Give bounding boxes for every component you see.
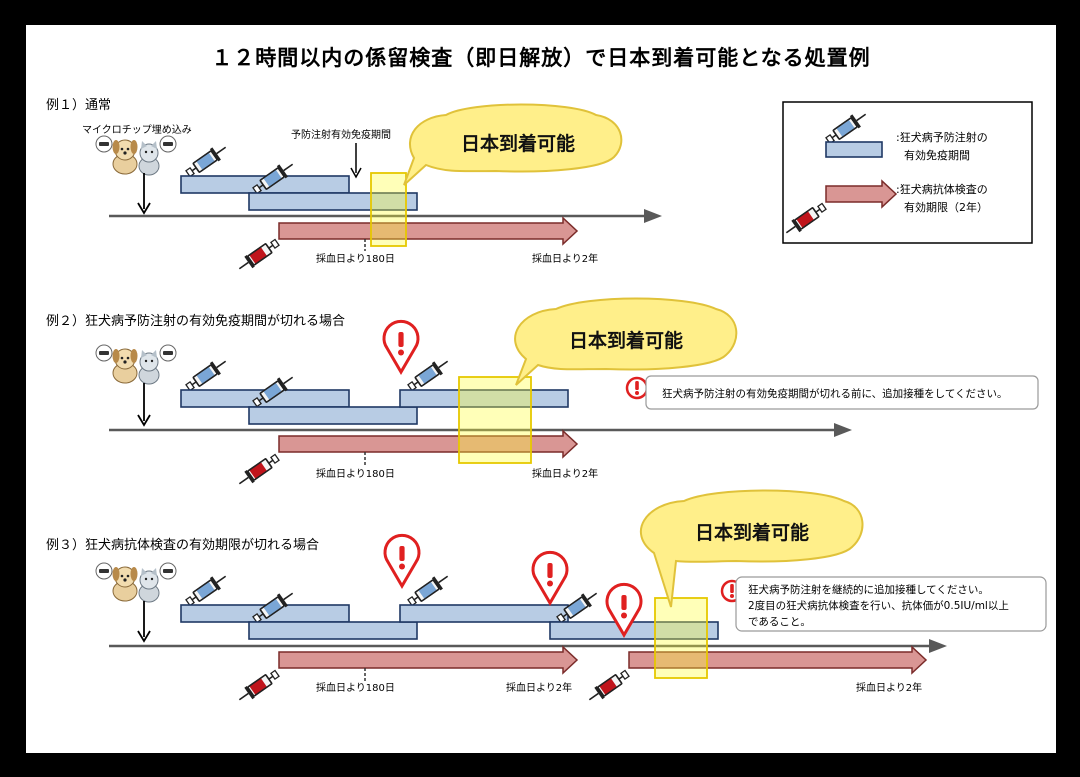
- page-title: １２時間以内の係留検査（即日解放）で日本到着可能となる処置例: [211, 46, 870, 70]
- blood-syringe-icon: [234, 235, 282, 276]
- syringe-icon: [404, 569, 453, 610]
- arrival-callout: 日本到着可能: [514, 297, 738, 386]
- days180-label: 採血日より180日: [316, 252, 395, 265]
- legend-injection-bar: [825, 141, 883, 158]
- arrival-window: [370, 172, 407, 247]
- example2-note: 狂犬病予防注射の有効免疫期間が切れる前に、追加接種をしてください。: [625, 375, 1039, 410]
- years2-label: 採血日より2年: [532, 252, 598, 265]
- arrival-window: [654, 597, 708, 679]
- syringe-icon: [182, 569, 231, 610]
- warning-icon: [625, 376, 649, 400]
- example2-heading: 例２）狂犬病予防注射の有効免疫期間が切れる場合: [46, 313, 345, 329]
- microchip-label: マイクロチップ埋め込み: [82, 124, 192, 136]
- blood-syringe-icon: [234, 666, 282, 707]
- note-line: 2度目の狂犬病抗体検査を行い、抗体価が0.5IU/ml以上: [748, 599, 1009, 612]
- syringe-icon: [182, 354, 231, 395]
- note-line: であること。: [748, 616, 811, 628]
- arrival-callout: 日本到着可能: [403, 103, 623, 186]
- dog-cat-icon: [95, 135, 177, 176]
- dog-cat-icon: [95, 562, 177, 603]
- legend-injection-label-1: :狂犬病予防注射の: [896, 130, 988, 144]
- days180-label: 採血日より180日: [316, 467, 395, 480]
- antibody-arrow: [278, 216, 579, 246]
- warning-icon: [383, 533, 421, 588]
- arrival-callout: 日本到着可能: [640, 489, 864, 608]
- arrival-label: 日本到着可能: [695, 521, 809, 544]
- syringe-icon: [182, 140, 231, 181]
- blood-syringe-icon: [234, 450, 282, 491]
- legend-box: :狂犬病予防注射の 有効免疫期間 :狂犬病抗体検査の 有効期限（2年）: [781, 101, 1033, 244]
- injection-bar: [248, 621, 418, 640]
- arrival-window: [458, 376, 532, 464]
- blood-syringe-icon: [584, 666, 632, 707]
- injection-bar: [248, 192, 418, 211]
- arrival-label: 日本到着可能: [461, 132, 575, 155]
- dog-cat-icon: [95, 344, 177, 385]
- injection-bar: [399, 604, 569, 623]
- antibody-arrow: [278, 645, 579, 675]
- warning-icon: [382, 319, 420, 374]
- years2-label: 採血日より2年: [506, 681, 572, 694]
- antibody-arrow: [278, 429, 579, 459]
- example3-note: 狂犬病予防注射を継続的に追加接種してください。 2度目の狂犬病抗体検査を行い、抗…: [720, 576, 1047, 632]
- injection-bar: [248, 406, 418, 425]
- antibody-arrow: [628, 645, 928, 675]
- note-line: 狂犬病予防注射の有効免疫期間が切れる前に、追加接種をしてください。: [662, 387, 1008, 400]
- injection-bar: [399, 389, 569, 408]
- years2-label: 採血日より2年: [856, 681, 922, 694]
- days180-label: 採血日より180日: [316, 681, 395, 694]
- injection-bar: [549, 621, 719, 640]
- legend-injection-label-2: 有効免疫期間: [904, 148, 970, 162]
- note-line: 狂犬病予防注射を継続的に追加接種してください。: [748, 583, 989, 596]
- arrival-label: 日本到着可能: [569, 329, 683, 352]
- warning-icon: [531, 550, 569, 605]
- diagram-frame: １２時間以内の係留検査（即日解放）で日本到着可能となる処置例 :狂犬病予防注射の…: [26, 25, 1056, 753]
- example1-heading: 例１）通常: [46, 98, 111, 113]
- legend-antibody-label-1: :狂犬病抗体検査の: [896, 182, 988, 196]
- legend-antibody-arrow: [825, 179, 898, 209]
- procedure-diagram: １２時間以内の係留検査（即日解放）で日本到着可能となる処置例 :狂犬病予防注射の…: [46, 46, 1047, 707]
- years2-label: 採血日より2年: [532, 467, 598, 480]
- immunity-period-label: 予防注射有効免疫期間: [291, 128, 391, 141]
- legend-antibody-label-2: 有効期限（2年）: [904, 200, 988, 214]
- syringe-icon: [404, 354, 453, 395]
- example3-heading: 例３）狂犬病抗体検査の有効期限が切れる場合: [46, 538, 319, 553]
